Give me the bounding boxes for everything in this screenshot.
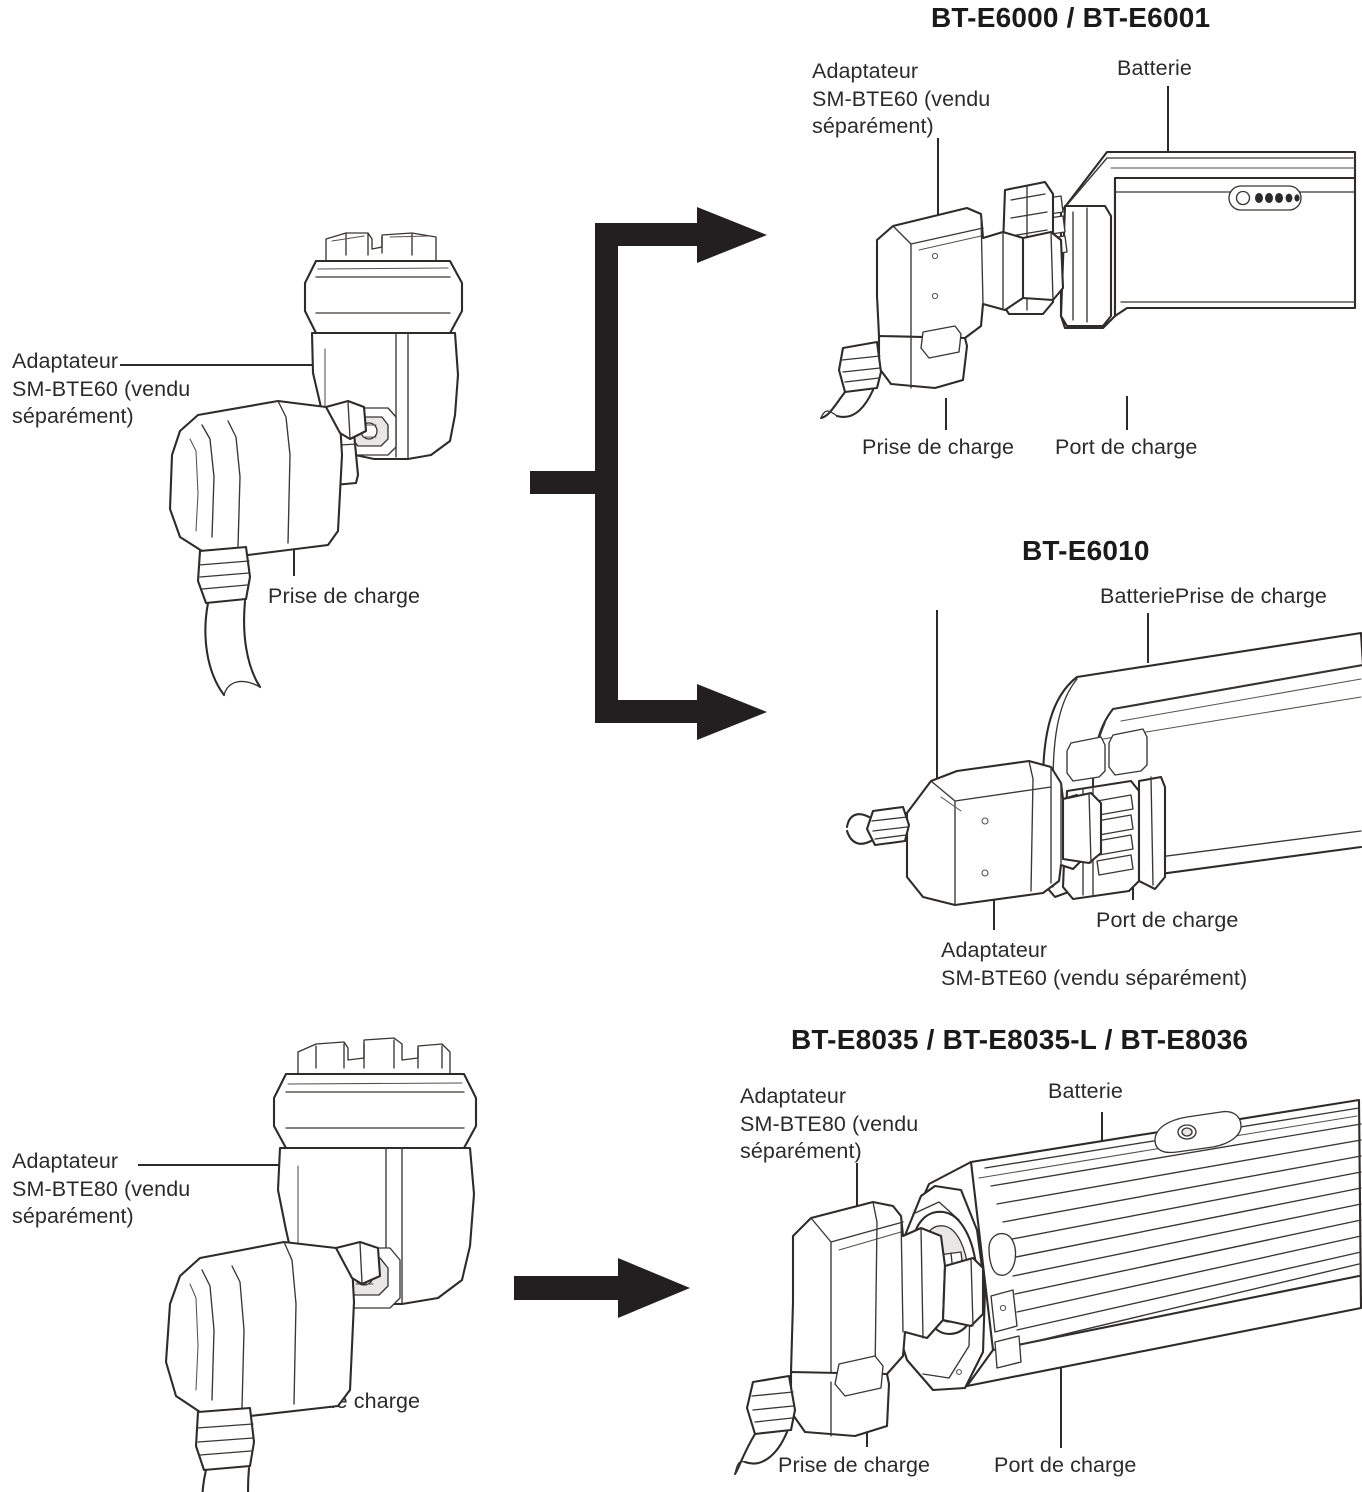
- section-heading-bt-e6000: BT-E6000 / BT-E6001: [931, 2, 1211, 33]
- charger-bte80-adapter-label: Adaptateur SM-BTE80 (vendu séparément): [12, 1149, 191, 1228]
- arrow-right-icon: [514, 1258, 690, 1318]
- battery-led-indicator-icon: [1228, 185, 1302, 211]
- charger-bte60-adapter-label: Adaptateur SM-BTE60 (vendu séparément): [12, 349, 191, 428]
- adapter-sm-bte60: [819, 206, 1065, 420]
- branch-arrow-icon: [530, 207, 767, 740]
- charger-bte60-illustration: [168, 232, 464, 697]
- charger-bte60-plug-label: Prise de charge: [268, 584, 421, 608]
- bt-e8035-battery-label: Batterie: [1048, 1079, 1123, 1103]
- adapter-sm-bte60-e6010: [845, 759, 1103, 907]
- bt-e6000-battery-label: Batterie: [1117, 56, 1192, 80]
- charging-plug-bte60: [168, 399, 368, 697]
- charger-bte80-illustration: [164, 1037, 478, 1492]
- adapter-sm-bte80: [733, 1200, 985, 1476]
- bt-e6000-adapter-label: Adaptateur SM-BTE60 (vendu séparément): [812, 59, 991, 138]
- bt-e6010-adapter-label: Adaptateur SM-BTE60 (vendu séparément): [941, 938, 1248, 990]
- bt-e6010-illustration: [845, 631, 1362, 907]
- bt-e6010-port-label: Port de charge: [1096, 908, 1239, 932]
- bt-e6000-battery-leader: [1167, 86, 1169, 162]
- charging-plug-bte80: [164, 1240, 382, 1492]
- bt-e8035-plug-label: Prise de charge: [778, 1453, 931, 1477]
- bt-e6000-plug-leader: [945, 398, 947, 430]
- bt-e6000-port-label: Port de charge: [1055, 435, 1198, 459]
- section-heading-bt-e8035: BT-E8035 / BT-E8035-L / BT-E8036: [791, 1024, 1249, 1055]
- section-heading-bt-e6010: BT-E6010: [1022, 535, 1150, 566]
- bt-e8035-port-label: Port de charge: [994, 1453, 1137, 1477]
- bt-e6010-battery-plug-label: BatteriePrise de charge: [1100, 584, 1327, 608]
- bt-e6010-battery-leader: [1147, 613, 1149, 663]
- bt-e6000-plug-label: Prise de charge: [862, 435, 1015, 459]
- bt-e8035-illustration: [733, 1098, 1362, 1476]
- bt-e6000-illustration: [819, 150, 1357, 420]
- power-button-icon: [1154, 1110, 1242, 1154]
- battery-bt-e8035: [891, 1098, 1362, 1392]
- bt-e6000-port-leader: [1126, 396, 1128, 430]
- bt-e8035-adapter-label: Adaptateur SM-BTE80 (vendu séparément): [740, 1084, 919, 1163]
